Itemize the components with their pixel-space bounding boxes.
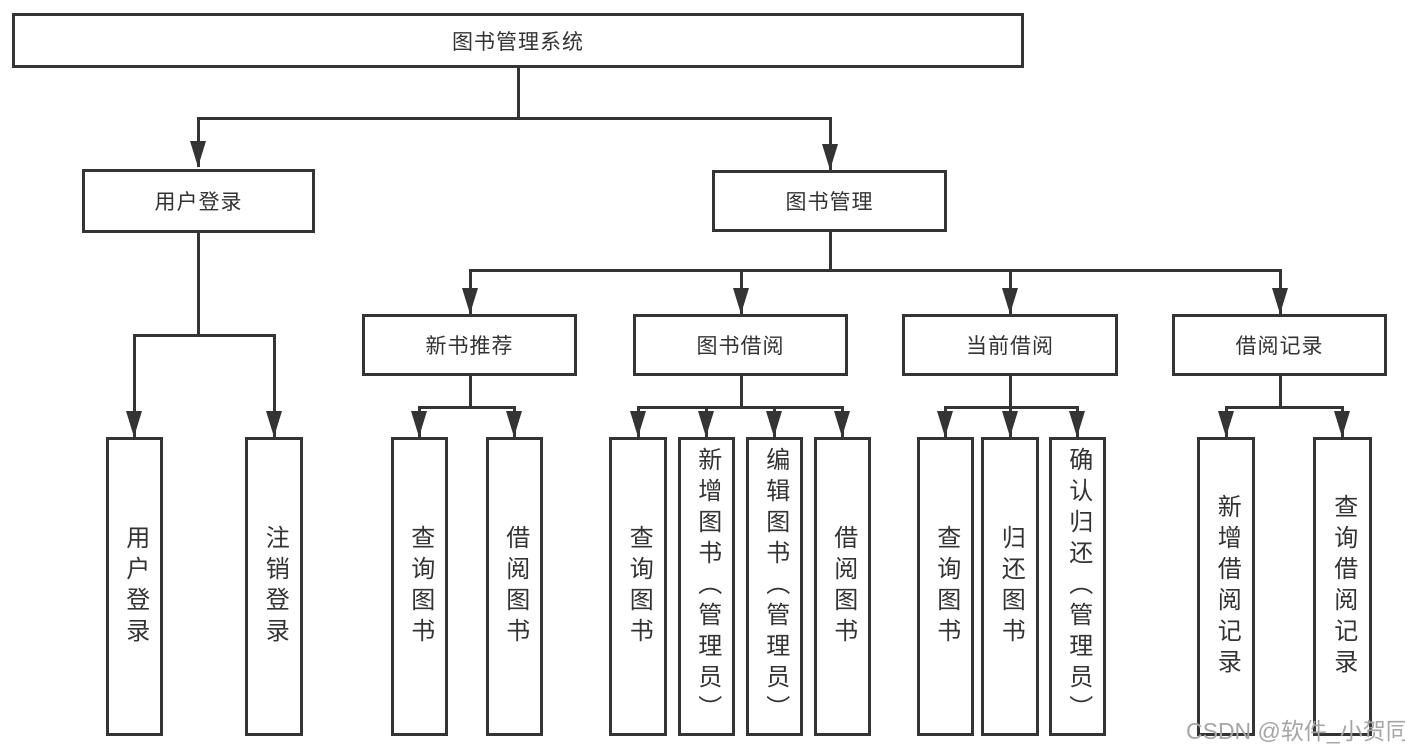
node-user-login: 用户登录 [82,169,315,233]
connector-line [133,334,276,337]
leaf-borrow-edit-books-admin-label: 编辑图书（管理员） [761,447,789,726]
watermark: CSDN @软件_小贺同学 [1186,718,1405,744]
node-current-borrowing: 当前借阅 [902,314,1118,376]
leaf-borrow-borrow-books: 借阅图书 [814,437,871,736]
connector-line [273,335,276,437]
connector-line [469,269,1282,272]
leaf-current-confirm-return-admin-label: 确认归还（管理员） [1064,447,1092,726]
leaf-borrow-edit-books-admin: 编辑图书（管理员） [746,437,803,736]
connector-line [829,232,832,271]
arrow-down-icon [126,411,142,437]
arrow-down-icon [1069,411,1085,437]
connector-line [469,376,472,408]
arrow-down-icon [630,411,646,437]
arrow-down-icon [190,141,206,167]
arrow-down-icon [266,411,282,437]
leaf-records-query-record: 查询借阅记录 [1313,437,1372,736]
leaf-logout: 注销登录 [245,437,303,736]
node-new-book-recommendation: 新书推荐 [362,314,577,376]
arrow-down-icon [411,411,427,437]
leaf-user-login-label: 用户登录 [121,524,149,649]
connector-line [517,68,520,118]
arrow-down-icon [506,411,522,437]
connector-line [944,406,1079,409]
arrow-down-icon [1334,411,1350,437]
arrow-down-icon [1002,411,1018,437]
arrow-down-icon [462,288,478,314]
leaf-borrow-query-books-label: 查询图书 [625,524,653,649]
node-borrowing-records: 借阅记录 [1172,314,1387,376]
arrow-down-icon [822,144,838,170]
leaf-borrow-query-books: 查询图书 [609,437,667,736]
leaf-current-query-books-label: 查询图书 [932,524,960,649]
arrow-down-icon [1272,288,1288,314]
connector-line [1225,406,1344,409]
connector-line [133,335,136,437]
leaf-current-query-books: 查询图书 [917,437,974,736]
arrow-down-icon [834,411,850,437]
leaf-newrec-borrow-books-label: 借阅图书 [501,524,529,649]
node-book-management: 图书管理 [712,170,947,232]
connector-line [197,233,200,336]
connector-line [197,117,832,120]
leaf-records-query-record-label: 查询借阅记录 [1329,493,1357,680]
node-library-system: 图书管理系统 [12,13,1024,68]
leaf-logout-label: 注销登录 [261,524,289,649]
leaf-borrow-add-books-admin: 新增图书（管理员） [678,437,735,736]
connector-line [637,406,844,409]
leaf-borrow-borrow-books-label: 借阅图书 [829,524,857,649]
arrow-down-icon [733,288,749,314]
leaf-newrec-borrow-books: 借阅图书 [486,437,543,736]
leaf-borrow-add-books-admin-label: 新增图书（管理员） [693,447,721,726]
node-book-borrowing: 图书借阅 [633,314,848,376]
connector-line [740,376,743,408]
leaf-records-add-record-label: 新增借阅记录 [1213,493,1241,680]
arrow-down-icon [698,411,714,437]
leaf-current-return-books: 归还图书 [981,437,1039,736]
connector-line [1279,376,1282,408]
arrow-down-icon [1218,411,1234,437]
leaf-current-return-books-label: 归还图书 [997,524,1025,649]
leaf-user-login: 用户登录 [106,437,163,736]
arrow-down-icon [766,411,782,437]
arrow-down-icon [937,411,953,437]
arrow-down-icon [1002,288,1018,314]
connector-line [418,406,516,409]
leaf-records-add-record: 新增借阅记录 [1197,437,1255,736]
leaf-current-confirm-return-admin: 确认归还（管理员） [1049,437,1106,736]
leaf-newrec-query-books: 查询图书 [391,437,448,736]
leaf-newrec-query-books-label: 查询图书 [406,524,434,649]
